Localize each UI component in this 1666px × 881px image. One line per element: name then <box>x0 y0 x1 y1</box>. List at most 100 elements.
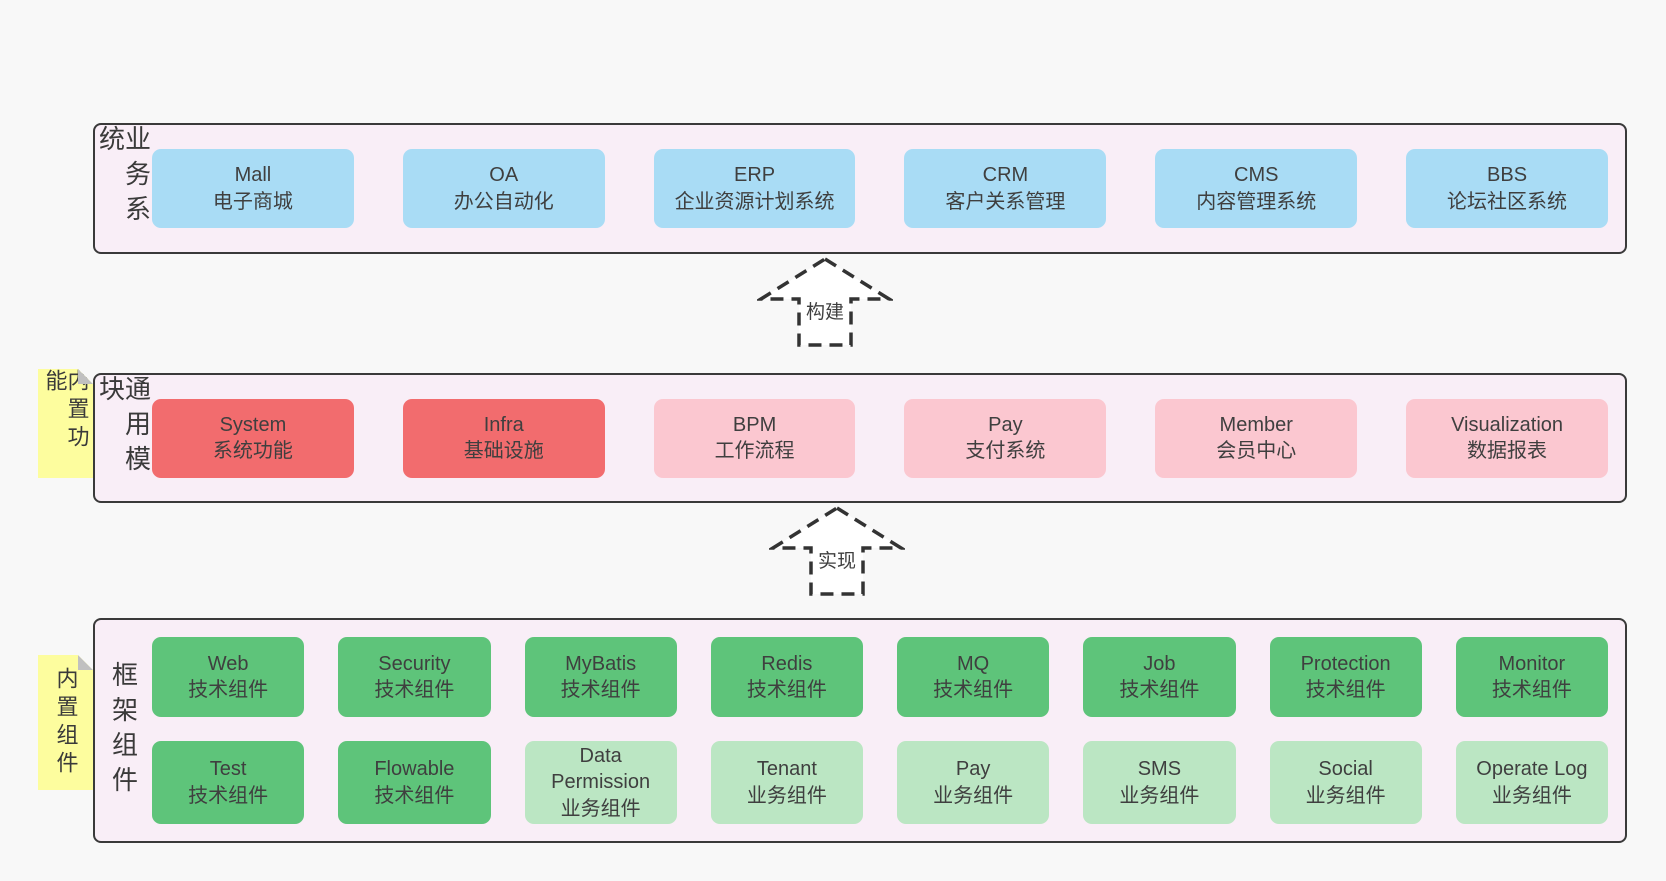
box-row: Mall 电子商城 OA 办公自动化 ERP 企业资源计划系统 CRM 客户关系… <box>152 149 1608 228</box>
build-arrow-label: 构建 <box>802 297 848 324</box>
box-test: Test 技术组件 <box>152 741 305 824</box>
box-row: System 系统功能 Infra 基础设施 BPM 工作流程 Pay 支付系统… <box>152 398 1608 478</box>
box-subtitle: 业务组件 <box>1119 784 1200 807</box>
panel-common-modules: 通用模块 System 系统功能 Infra 基础设施 BPM 工作流程 Pay <box>93 373 1627 503</box>
box-subtitle: 会员中心 <box>1216 440 1297 462</box>
box-system: System 系统功能 <box>152 398 354 478</box>
box-title: Member <box>1219 413 1293 436</box>
box-subtitle: 技术组件 <box>188 679 269 701</box>
box-subtitle: 业务组件 <box>746 784 827 807</box>
sticky-label: 内置组件 <box>53 666 79 779</box>
box-security: Security 技术组件 <box>338 637 491 717</box>
box-title: Pay <box>988 413 1023 436</box>
box-data-permission: Data Permission 业务组件 <box>524 741 677 824</box>
box-title: ERP <box>734 164 776 187</box>
box-title: Tenant <box>756 758 817 781</box>
box-mq: MQ 技术组件 <box>897 637 1050 717</box>
box-subtitle: 企业资源计划系统 <box>674 190 835 213</box>
box-bbs: BBS 论坛社区系统 <box>1406 149 1608 228</box>
box-subtitle: 客户关系管理 <box>945 190 1066 213</box>
box-mybatis: MyBatis 技术组件 <box>524 637 677 717</box>
box-web: Web 技术组件 <box>152 637 305 717</box>
box-bpm: BPM 工作流程 <box>653 398 856 478</box>
box-social: Social 业务组件 <box>1269 741 1422 824</box>
box-subtitle: 工作流程 <box>714 440 795 462</box>
panel-business-systems: 业务系统 Mall 电子商城 OA 办公自动化 ERP 企业资源计划系统 CRM <box>93 123 1627 254</box>
box-title: CMS <box>1234 164 1279 187</box>
box-subtitle: 电子商城 <box>212 190 293 213</box>
box-subtitle: 技术组件 <box>933 679 1014 701</box>
box-subtitle: 技术组件 <box>374 784 455 807</box>
box-subtitle: 技术组件 <box>1491 679 1572 701</box>
box-title: SMS <box>1137 758 1182 781</box>
box-infra: Infra 基础设施 <box>402 398 605 478</box>
box-member: Member 会员中心 <box>1155 398 1358 478</box>
panel-framework-components: 框架组件 Web 技术组件 Security 技术组件 MyBatis 技术组件… <box>93 618 1627 843</box>
box-subtitle: 基础设施 <box>463 440 544 462</box>
box-row: Test 技术组件 Flowable 技术组件 Data Permission … <box>152 741 1608 824</box>
panel-title: 业务系统 <box>95 125 152 230</box>
box-subtitle: 业务组件 <box>1491 784 1572 807</box>
box-title: Social <box>1318 758 1373 781</box>
box-subtitle: 技术组件 <box>1119 679 1200 701</box>
box-title: Operate Log <box>1476 758 1588 781</box>
box-subtitle: 业务组件 <box>933 784 1014 807</box>
panel-label-column: 框架组件 <box>95 620 152 841</box>
box-subtitle: 技术组件 <box>560 679 641 701</box>
sticky-built-in-components: 内置组件 <box>38 655 93 790</box>
box-row: Web 技术组件 Security 技术组件 MyBatis 技术组件 Redi… <box>152 637 1608 717</box>
box-cms: CMS 内容管理系统 <box>1155 149 1358 228</box>
panel-rows: Mall 电子商城 OA 办公自动化 ERP 企业资源计划系统 CRM 客户关系… <box>152 125 1608 252</box>
box-crm: CRM 客户关系管理 <box>904 149 1107 228</box>
box-title: Pay <box>955 758 991 781</box>
box-title: Data Permission <box>551 744 651 794</box>
box-erp: ERP 企业资源计划系统 <box>653 149 856 228</box>
box-subtitle: 系统功能 <box>212 440 293 462</box>
box-subtitle: 业务组件 <box>560 797 641 820</box>
box-subtitle: 技术组件 <box>374 679 455 701</box>
box-subtitle: 技术组件 <box>1305 679 1386 701</box>
panel-rows: Web 技术组件 Security 技术组件 MyBatis 技术组件 Redi… <box>152 620 1608 841</box>
box-subtitle: 技术组件 <box>188 784 269 807</box>
box-oa: OA 办公自动化 <box>402 149 605 228</box>
box-subtitle: 办公自动化 <box>453 190 554 213</box>
box-title: MQ <box>957 652 990 675</box>
box-mall: Mall 电子商城 <box>152 149 354 228</box>
box-subtitle: 数据报表 <box>1467 440 1548 462</box>
panel-label-column: 通用模块 <box>95 375 152 501</box>
box-tenant: Tenant 业务组件 <box>710 741 863 824</box>
box-title: Web <box>207 652 249 675</box>
panel-title: 通用模块 <box>95 375 152 480</box>
implement-arrow: 实现 <box>769 505 905 597</box>
box-title: Infra <box>483 413 524 436</box>
box-title: System <box>219 413 287 436</box>
box-title: Security <box>378 652 451 675</box>
box-monitor: Monitor 技术组件 <box>1455 637 1608 717</box>
sticky-label: 内置功能 <box>42 369 90 453</box>
box-title: Visualization <box>1451 413 1564 436</box>
panel-title: 框架组件 <box>108 660 139 801</box>
box-pay: Pay 支付系统 <box>904 398 1107 478</box>
box-visualization: Visualization 数据报表 <box>1406 398 1608 478</box>
box-title: Protection <box>1300 652 1391 675</box>
box-pay-business: Pay 业务组件 <box>897 741 1050 824</box>
box-flowable: Flowable 技术组件 <box>338 741 491 824</box>
box-redis: Redis 技术组件 <box>710 637 863 717</box>
box-operate-log: Operate Log 业务组件 <box>1455 741 1608 824</box>
box-subtitle: 业务组件 <box>1305 784 1386 807</box>
box-title: MyBatis <box>565 652 637 675</box>
panel-label-column: 业务系统 <box>95 125 152 252</box>
box-title: Flowable <box>374 758 455 781</box>
box-title: CRM <box>982 164 1029 187</box>
box-title: OA <box>489 164 519 187</box>
box-title: Monitor <box>1498 652 1566 675</box>
implement-arrow-label: 实现 <box>814 546 860 573</box>
box-job: Job 技术组件 <box>1083 637 1236 717</box>
box-subtitle: 论坛社区系统 <box>1447 190 1568 213</box>
sticky-built-in-features: 内置功能 <box>38 369 93 478</box>
box-subtitle: 内容管理系统 <box>1196 190 1317 213</box>
box-title: BBS <box>1487 164 1528 187</box>
sticky-fold-corner-icon <box>78 655 93 670</box>
box-protection: Protection 技术组件 <box>1269 637 1422 717</box>
sticky-fold-corner-icon <box>78 369 93 384</box>
